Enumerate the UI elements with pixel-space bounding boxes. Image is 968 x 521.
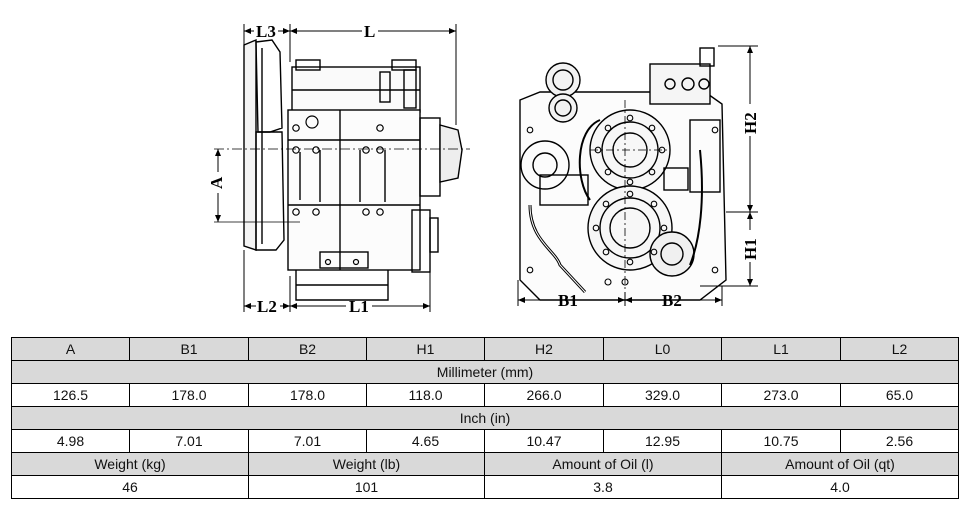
mm-value-cell: 273.0 (721, 383, 841, 407)
mm-value-cell: 118.0 (366, 383, 485, 407)
inch-value-cell: 2.56 (840, 429, 959, 453)
header-cell: B1 (129, 337, 249, 361)
weight-lb-header: Weight (lb) (248, 452, 485, 476)
dim-label-l3: L3 (256, 22, 276, 41)
dim-label-l2: L2 (257, 297, 277, 316)
mm-value-cell: 178.0 (248, 383, 367, 407)
weight-lb-value: 101 (248, 475, 485, 499)
weight-oil-header-row: Weight (kg) Weight (lb) Amount of Oil (l… (11, 452, 959, 476)
dim-label-h2: H2 (741, 112, 760, 134)
header-cell: L2 (840, 337, 959, 361)
dim-label-b2: B2 (662, 291, 682, 310)
inch-unit-label: Inch (in) (11, 406, 959, 430)
inch-value-cell: 12.95 (603, 429, 722, 453)
mm-value-cell: 266.0 (484, 383, 604, 407)
inch-value-cell: 10.75 (721, 429, 841, 453)
weight-kg-header: Weight (kg) (11, 452, 249, 476)
mm-value-cell: 126.5 (11, 383, 130, 407)
side-view (214, 38, 470, 301)
inch-value-cell: 7.01 (129, 429, 249, 453)
specification-table: A B1 B2 H1 H2 L0 L1 L2 Millimeter (mm) 1… (11, 337, 959, 499)
inch-value-cell: 10.47 (484, 429, 604, 453)
inch-unit-row: Inch (in) (11, 406, 959, 430)
front-view (519, 47, 727, 301)
dim-label-b1: B1 (558, 291, 578, 310)
dim-label-h1: H1 (741, 238, 760, 260)
oil-liter-value: 3.8 (484, 475, 722, 499)
mm-value-cell: 178.0 (129, 383, 249, 407)
mm-value-cell: 65.0 (840, 383, 959, 407)
mm-unit-row: Millimeter (mm) (11, 360, 959, 384)
header-cell: H1 (366, 337, 485, 361)
inch-value-cell: 4.65 (366, 429, 485, 453)
dim-label-l1: L1 (349, 297, 369, 316)
inch-value-cell: 4.98 (11, 429, 130, 453)
dim-label-l: L (364, 22, 375, 41)
dim-label-a: A (207, 176, 226, 189)
header-cell: L1 (721, 337, 841, 361)
weight-oil-values-row: 46 101 3.8 4.0 (11, 475, 959, 499)
weight-kg-value: 46 (11, 475, 249, 499)
oil-quart-value: 4.0 (721, 475, 959, 499)
inch-value-cell: 7.01 (248, 429, 367, 453)
mm-value-cell: 329.0 (603, 383, 722, 407)
mm-unit-label: Millimeter (mm) (11, 360, 959, 384)
mm-values-row: 126.5 178.0 178.0 118.0 266.0 329.0 273.… (11, 383, 959, 407)
header-cell: H2 (484, 337, 604, 361)
oil-quart-header: Amount of Oil (qt) (721, 452, 959, 476)
oil-liter-header: Amount of Oil (l) (484, 452, 722, 476)
dimension-header-row: A B1 B2 H1 H2 L0 L1 L2 (11, 337, 959, 361)
header-cell: B2 (248, 337, 367, 361)
inch-values-row: 4.98 7.01 7.01 4.65 10.47 12.95 10.75 2.… (11, 429, 959, 453)
gearbox-technical-drawing: L3 L A L2 L1 H2 H1 B1 B2 (207, 22, 760, 316)
header-cell: L0 (603, 337, 722, 361)
header-cell: A (11, 337, 130, 361)
